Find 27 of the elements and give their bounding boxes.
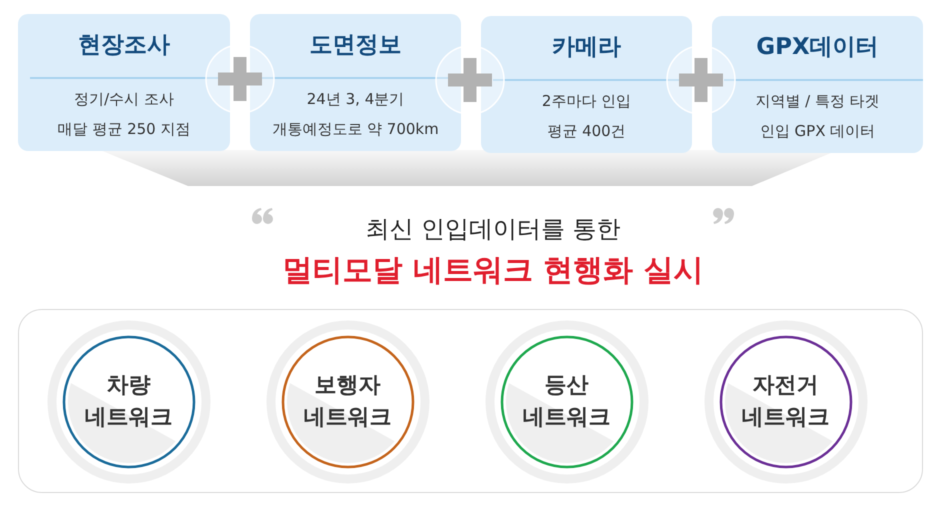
network-circle bbox=[266, 320, 430, 484]
rounded-panel bbox=[18, 309, 923, 493]
box-text: 정기/수시 조사 bbox=[74, 89, 174, 109]
info-box bbox=[18, 14, 230, 151]
info-box bbox=[481, 16, 692, 153]
box-title: 카메라 bbox=[552, 33, 621, 62]
box-text: 개통예정도로 약 700km bbox=[272, 119, 439, 139]
circle-label: 등산 네트워크 bbox=[522, 372, 610, 432]
network-circle bbox=[484, 320, 648, 484]
circle-label: 보행자 네트워크 bbox=[304, 372, 392, 432]
box-text: 매달 평균 250 지점 bbox=[58, 119, 190, 139]
network-circle bbox=[704, 320, 868, 484]
box-title: GPX데이터 bbox=[756, 33, 879, 62]
box-text: 지역별 / 특정 타겟 bbox=[755, 91, 880, 111]
box-text: 평균 400건 bbox=[547, 121, 626, 141]
box-title: 도면정보 bbox=[310, 31, 402, 60]
info-box bbox=[712, 16, 923, 153]
info-box bbox=[250, 14, 461, 151]
circle-label: 차량 네트워크 bbox=[84, 372, 172, 432]
circle-label: 자전거 네트워크 bbox=[742, 372, 830, 432]
box-text: 24년 3, 4분기 bbox=[306, 89, 404, 109]
subheading-text: 최신 인입데이터를 통한 bbox=[365, 214, 621, 244]
headline-text: 멀티모달 네트워크 현행화 실시 bbox=[282, 252, 704, 290]
box-title: 현장조사 bbox=[78, 31, 170, 60]
box-text: 2주마다 인입 bbox=[542, 91, 632, 111]
box-text: 인입 GPX 데이터 bbox=[760, 121, 876, 141]
network-circle bbox=[46, 320, 210, 484]
